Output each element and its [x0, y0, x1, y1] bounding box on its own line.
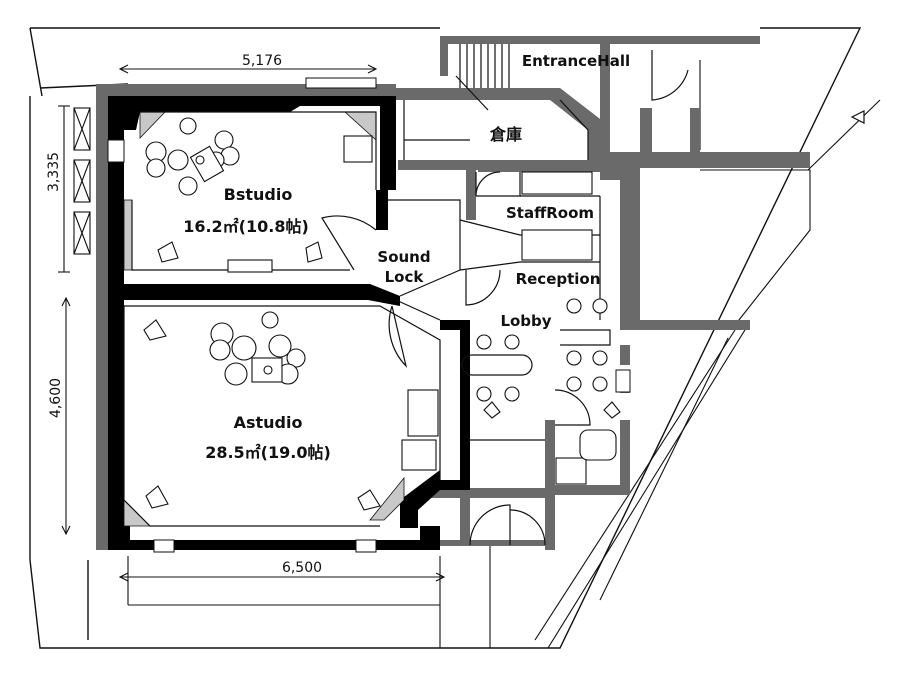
staff-room-label: StaffRoom	[506, 204, 594, 222]
dimension-bottom: 6,500	[282, 560, 322, 576]
site-boundary	[29, 27, 862, 649]
amp-a-1	[407, 389, 439, 437]
bstudio-label: Bstudio	[224, 185, 293, 204]
dimension-left-upper: 3,335	[46, 152, 62, 192]
dimension-top: 5,176	[242, 53, 282, 69]
staff-shelf	[521, 171, 593, 195]
reception-label: Reception	[516, 270, 601, 288]
astudio-label: Astudio	[234, 413, 303, 432]
dimension-lines	[58, 64, 446, 582]
outer-walls-gray	[96, 36, 810, 550]
windows	[107, 77, 631, 553]
reception-counter	[521, 229, 593, 261]
lobby-label: Lobby	[500, 312, 551, 330]
sound-lock-label-1: Sound	[377, 248, 430, 266]
drum-kit-b	[145, 117, 240, 196]
dimension-left-lower: 4,600	[48, 378, 64, 418]
storage-label: 倉庫	[489, 125, 522, 144]
toilet	[579, 429, 617, 461]
speakers	[143, 241, 621, 511]
lobby-chairs	[476, 298, 608, 402]
drum-kit-a	[209, 311, 306, 386]
sink	[555, 457, 587, 485]
astudio-area: 28.5㎡(19.0帖)	[205, 443, 331, 462]
amp-a-2	[401, 439, 437, 471]
entrance-hall-label: EntranceHall	[522, 52, 630, 70]
doors	[321, 50, 689, 546]
furniture	[227, 135, 617, 485]
amp-b	[343, 135, 373, 163]
hatched-blocks	[73, 107, 91, 255]
desk-b	[227, 259, 273, 273]
stairs	[455, 44, 510, 111]
bstudio-area: 16.2㎡(10.8帖)	[183, 217, 309, 236]
sound-lock-label-2: Lock	[385, 268, 425, 286]
north-marker-icon	[850, 110, 865, 124]
